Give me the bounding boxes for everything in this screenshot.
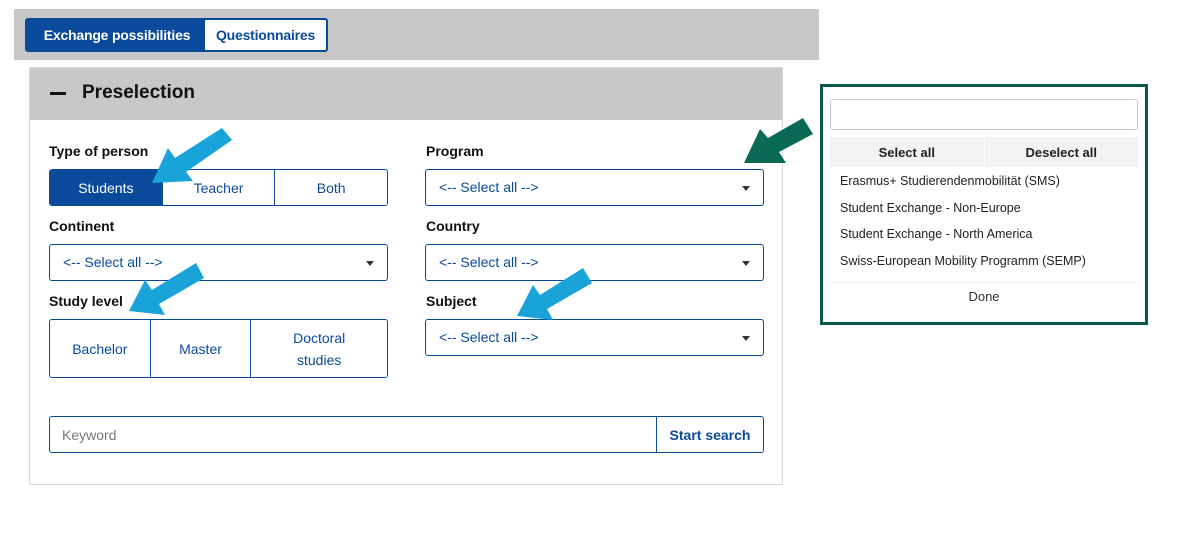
subject-select-value: <-- Select all --> bbox=[439, 329, 539, 345]
continent-select-value: <-- Select all --> bbox=[63, 254, 163, 270]
dropdown-option[interactable]: Swiss-European Mobility Programm (SEMP) bbox=[840, 253, 1086, 268]
chevron-down-icon bbox=[742, 186, 750, 191]
dropdown-done-button[interactable]: Done bbox=[830, 282, 1138, 309]
tab-questionnaires[interactable]: Questionnaires bbox=[203, 18, 328, 52]
country-select[interactable]: <-- Select all --> bbox=[425, 244, 764, 281]
continent-label: Continent bbox=[49, 218, 115, 234]
keyword-input[interactable] bbox=[50, 417, 657, 452]
program-select-value: <-- Select all --> bbox=[439, 179, 539, 195]
dropdown-select-toggles: Select all Deselect all bbox=[830, 137, 1138, 167]
type-of-person-label: Type of person bbox=[49, 143, 149, 159]
dropdown-option[interactable]: Student Exchange - Non-Europe bbox=[840, 200, 1021, 215]
select-all-button[interactable]: Select all bbox=[830, 137, 985, 167]
program-label: Program bbox=[426, 143, 484, 159]
preselection-panel: Preselection Type of person Students Tea… bbox=[29, 67, 783, 485]
study-level-toggle: Bachelor Master Doctoral studies bbox=[49, 319, 388, 378]
continent-select[interactable]: <-- Select all --> bbox=[49, 244, 388, 281]
master-button[interactable]: Master bbox=[150, 320, 252, 377]
dropdown-search-input[interactable] bbox=[830, 99, 1138, 130]
dropdown-option[interactable]: Student Exchange - North America bbox=[840, 227, 1033, 241]
deselect-all-button[interactable]: Deselect all bbox=[1025, 144, 1098, 160]
dropdown-option[interactable]: Erasmus+ Studierendenmobilität (SMS) bbox=[840, 174, 1060, 188]
study-level-label: Study level bbox=[49, 293, 123, 309]
doctoral-studies-button[interactable]: Doctoral studies bbox=[251, 320, 387, 377]
chevron-down-icon bbox=[742, 261, 750, 266]
dropdown-options: Erasmus+ Studierendenmobilität (SMS) Stu… bbox=[840, 174, 1086, 280]
students-button[interactable]: Students bbox=[50, 170, 163, 205]
subject-label: Subject bbox=[426, 293, 477, 309]
bachelor-button[interactable]: Bachelor bbox=[50, 320, 151, 377]
tab-exchange-possibilities[interactable]: Exchange possibilities bbox=[25, 18, 209, 52]
both-button[interactable]: Both bbox=[275, 170, 387, 205]
teacher-button[interactable]: Teacher bbox=[162, 170, 276, 205]
subject-select[interactable]: <-- Select all --> bbox=[425, 319, 764, 356]
keyword-search-row: Start search bbox=[49, 416, 764, 453]
panel-title: Preselection bbox=[82, 82, 195, 103]
chevron-down-icon bbox=[742, 336, 750, 341]
start-search-button[interactable]: Start search bbox=[656, 417, 763, 452]
type-of-person-toggle: Students Teacher Both bbox=[49, 169, 388, 206]
preselection-header[interactable]: Preselection bbox=[30, 68, 782, 120]
minus-icon[interactable] bbox=[50, 92, 66, 95]
country-label: Country bbox=[426, 218, 480, 234]
chevron-down-icon bbox=[366, 261, 374, 266]
program-dropdown-panel: Select all Deselect all Erasmus+ Studier… bbox=[820, 84, 1148, 325]
program-select[interactable]: <-- Select all --> bbox=[425, 169, 764, 206]
country-select-value: <-- Select all --> bbox=[439, 254, 539, 270]
tab-bar: Exchange possibilities Questionnaires bbox=[14, 9, 819, 60]
